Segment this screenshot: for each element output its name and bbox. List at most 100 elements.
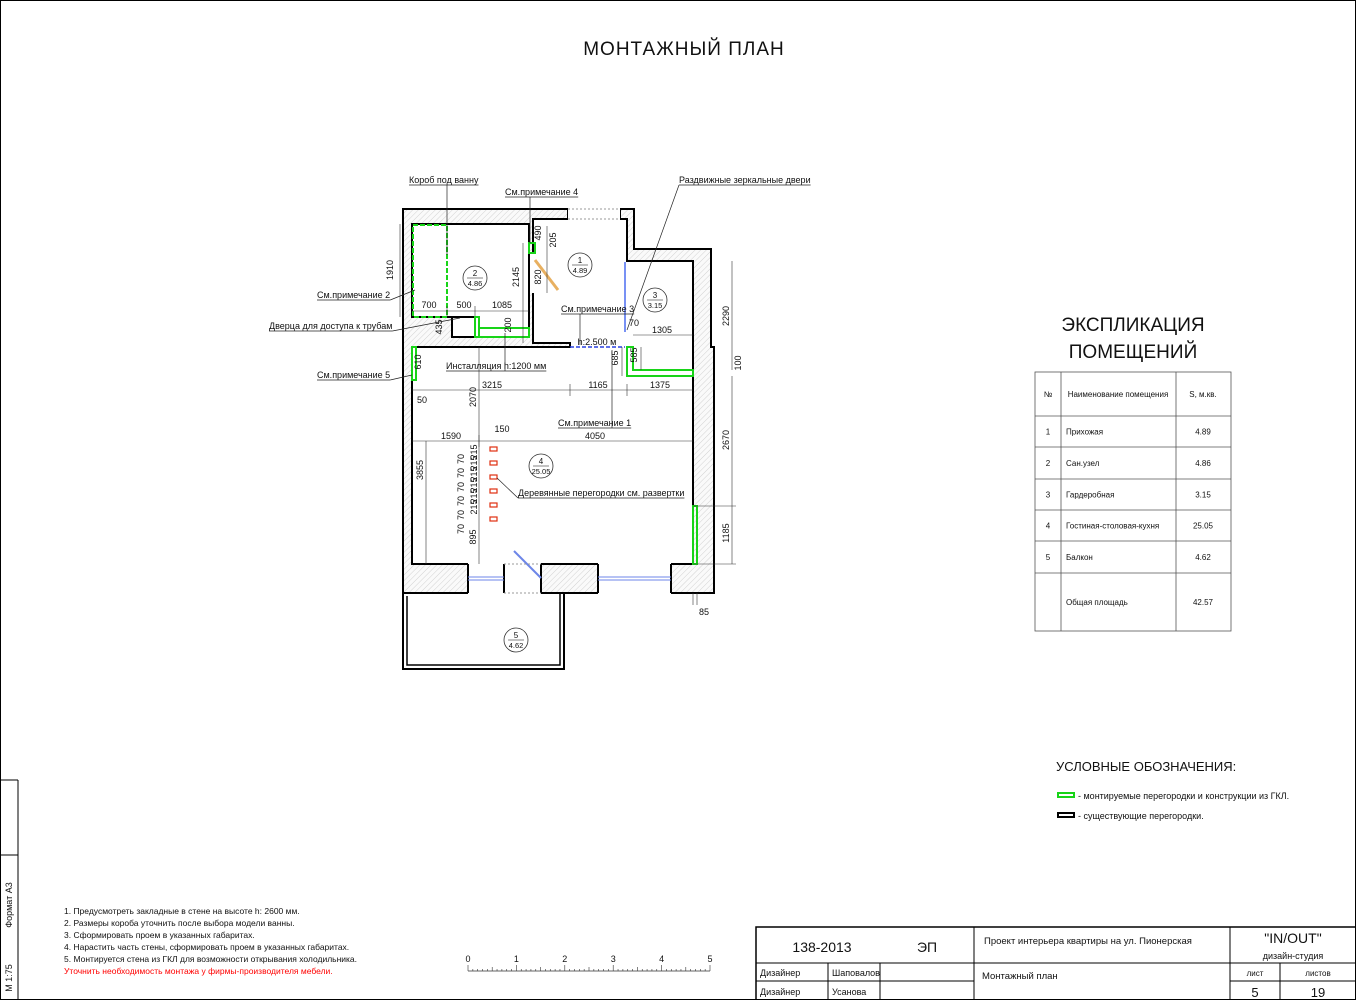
sheet-number: 5 xyxy=(1251,985,1258,1000)
annotation-label: Деревянные перегородки см. развертки xyxy=(518,488,684,498)
note-2: 2. Размеры короба уточнить после выбора … xyxy=(64,918,295,928)
window-right xyxy=(598,563,671,594)
room-number: 4 xyxy=(539,457,544,466)
room-area: 3.15 xyxy=(648,301,663,310)
bathroom-door-opening xyxy=(530,253,534,293)
room-name: Гардеробная xyxy=(1066,491,1114,500)
dimension-label: 200 xyxy=(503,317,513,332)
designer-1: Шаповалов xyxy=(832,968,880,978)
dimension-label: 895 xyxy=(468,529,478,544)
room-area: 4.89 xyxy=(573,266,588,275)
bathroom-door-leaf xyxy=(533,259,560,291)
notes: 1. Предусмотреть закладные в стене на вы… xyxy=(64,906,357,976)
explication-title-1: ЭКСПЛИКАЦИЯ xyxy=(1061,315,1204,336)
entry-opening xyxy=(568,208,620,220)
room-name: Сан.узел xyxy=(1066,459,1100,468)
dimension-label: 435 xyxy=(434,319,444,334)
table-header: № xyxy=(1044,390,1053,399)
legend-existing-label: - существующие перегородки. xyxy=(1078,811,1204,821)
dimension-label: 500 xyxy=(456,300,471,310)
partition-gap-label: 70 xyxy=(456,524,466,534)
partition-gap-label: 70 xyxy=(456,468,466,478)
dimension-label: 85 xyxy=(699,607,709,617)
explication-title-2: ПОМЕЩЕНИЙ xyxy=(1069,341,1197,363)
studio-subtitle: дизайн-студия xyxy=(1263,951,1324,961)
dimension-label: 50 xyxy=(417,395,427,405)
wood-partition xyxy=(489,516,498,522)
dimension-label: 1305 xyxy=(652,325,672,335)
dimension-label: 3215 xyxy=(482,380,502,390)
dimension-label: 100 xyxy=(733,355,743,370)
room-tag: 14.89 xyxy=(567,252,593,278)
dimension-label: 700 xyxy=(421,300,436,310)
annotation-label: См.примечание 1 xyxy=(558,418,631,428)
dimension-label: 610 xyxy=(413,354,423,369)
room-area-value: 4.62 xyxy=(1195,553,1211,562)
dimension-label: 3855 xyxy=(415,460,425,480)
wood-partition xyxy=(489,474,498,480)
room-tags: 14.89 24.86 33.15 425.05 54.62 xyxy=(462,252,668,653)
scale-label: 0 xyxy=(465,954,470,964)
scale-label: М 1:75 xyxy=(4,964,14,992)
room-no: 2 xyxy=(1046,459,1051,468)
legend-gkl-label: - монтируемые перегородки и конструкции … xyxy=(1078,791,1289,801)
dimension-label: 585 xyxy=(629,347,639,362)
room-tag: 54.62 xyxy=(503,627,529,653)
dimension-label: 490 xyxy=(533,225,543,240)
annotation-label: См.примечание 2 xyxy=(317,290,390,300)
window-left xyxy=(468,563,504,594)
sheets-label: листов xyxy=(1305,969,1330,978)
title-block: 138-2013 ЭП Проект интерьера квартиры на… xyxy=(755,926,1356,1000)
legend-title: УСЛОВНЫЕ ОБОЗНАЧЕНИЯ: xyxy=(1056,759,1236,774)
annotation-label: См.примечание 4 xyxy=(505,187,578,197)
dimension-label: 150 xyxy=(494,424,509,434)
scale-label: 4 xyxy=(659,954,664,964)
sheet-label: лист xyxy=(1247,969,1264,978)
room-tag: 33.15 xyxy=(642,287,668,313)
dimension-label: 2670 xyxy=(721,430,731,450)
wood-partition xyxy=(489,488,498,494)
legend-gkl-swatch xyxy=(1057,792,1075,798)
room-area-value: 4.89 xyxy=(1195,428,1211,437)
table-header: S, м.кв. xyxy=(1189,390,1216,399)
scale-label: 5 xyxy=(707,954,712,964)
room-number: 2 xyxy=(473,269,478,278)
project-code: 138-2013 xyxy=(792,939,851,955)
dimension-label: 70 xyxy=(629,318,639,328)
studio-name: "IN/OUT" xyxy=(1264,930,1321,946)
role-1: Дизайнер xyxy=(760,968,800,978)
room-tag: 425.05 xyxy=(528,453,554,479)
format-label: Формат А3 xyxy=(4,882,14,927)
legend: УСЛОВНЫЕ ОБОЗНАЧЕНИЯ: - монтируемые пере… xyxy=(1056,759,1289,821)
frame-strip: Формат А3 М 1:75 xyxy=(0,779,19,1000)
room-tag: 24.86 xyxy=(462,265,488,291)
annotation-label: Раздвижные зеркальные двери xyxy=(679,175,811,185)
room-hall-living xyxy=(411,218,694,565)
room-area-value: 3.15 xyxy=(1195,491,1211,500)
scale-label: 2 xyxy=(562,954,567,964)
room-area-value: 25.05 xyxy=(1193,522,1214,531)
total-label: Общая площадь xyxy=(1066,598,1128,607)
dimension-label: 1085 xyxy=(492,300,512,310)
note-1: 1. Предусмотреть закладные в стене на вы… xyxy=(64,906,300,916)
total-area: 42.57 xyxy=(1193,598,1214,607)
legend-existing-swatch xyxy=(1057,812,1075,818)
room-number: 3 xyxy=(653,291,658,300)
scale-label: 1 xyxy=(514,954,519,964)
note-5: 5. Монтируется стена из ГКЛ для возможно… xyxy=(64,954,357,964)
balcony xyxy=(402,593,565,670)
balcony-door-opening xyxy=(504,563,541,594)
partition-gap-label: 70 xyxy=(456,454,466,464)
wood-partitions xyxy=(489,446,498,522)
dimension-lines xyxy=(399,224,736,605)
room-no: 4 xyxy=(1046,522,1051,531)
sheet-count: 19 xyxy=(1311,985,1325,1000)
sheet-title: Монтажный план xyxy=(982,971,1058,982)
